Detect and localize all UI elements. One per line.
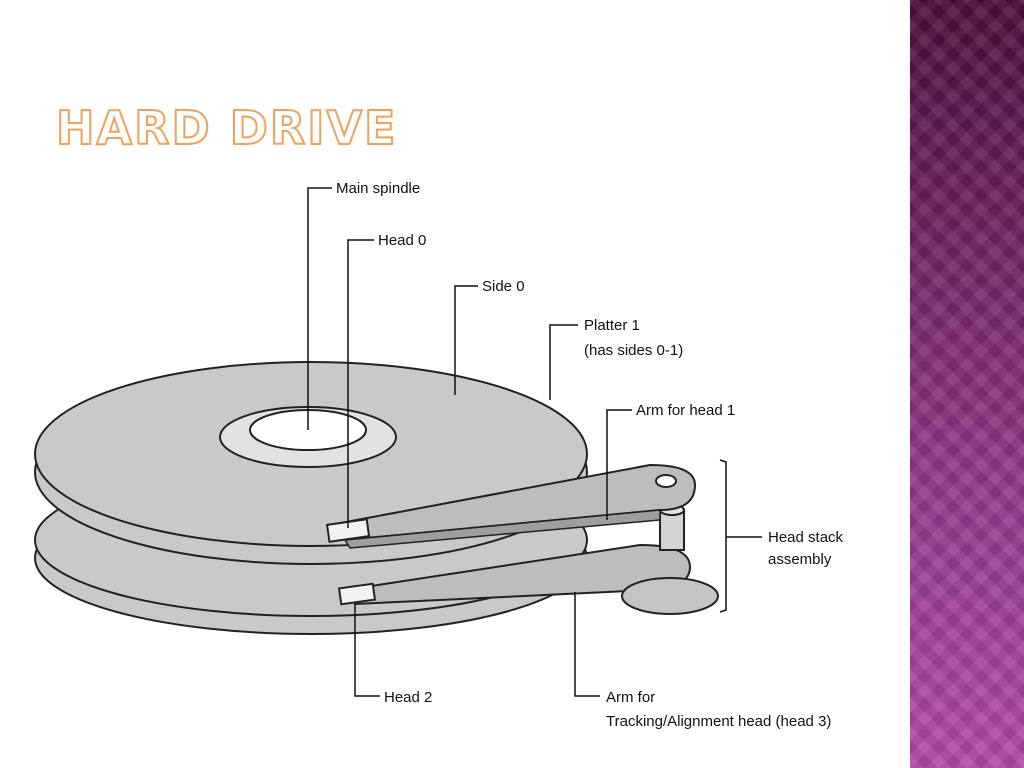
hard-drive-diagram: Main spindle Head 0 Side 0 Platter 1 (ha…	[34, 180, 844, 730]
label-side0: Side 0	[482, 278, 525, 295]
arm-upper	[325, 463, 697, 549]
slide-title: HARD DRIVE	[55, 101, 398, 155]
label-platter1-line1: Platter 1	[584, 317, 640, 334]
label-arm-tracking-line1: Arm for	[606, 689, 655, 706]
head-stack-pivot	[659, 504, 685, 551]
decorative-side-band	[910, 0, 1024, 768]
label-arm-head1: Arm for head 1	[636, 402, 735, 419]
label-head0: Head 0	[378, 232, 426, 249]
label-platter1-line2: (has sides 0-1)	[584, 342, 683, 359]
label-arm-tracking-line2: Tracking/Alignment head (head 3)	[606, 713, 831, 730]
label-head-stack-line2: assembly	[768, 551, 832, 568]
label-head-stack-line1: Head stack	[768, 529, 844, 546]
label-head2: Head 2	[384, 689, 432, 706]
label-main-spindle: Main spindle	[336, 180, 420, 197]
arm-lower	[337, 543, 719, 615]
callout-lines	[307, 187, 762, 697]
